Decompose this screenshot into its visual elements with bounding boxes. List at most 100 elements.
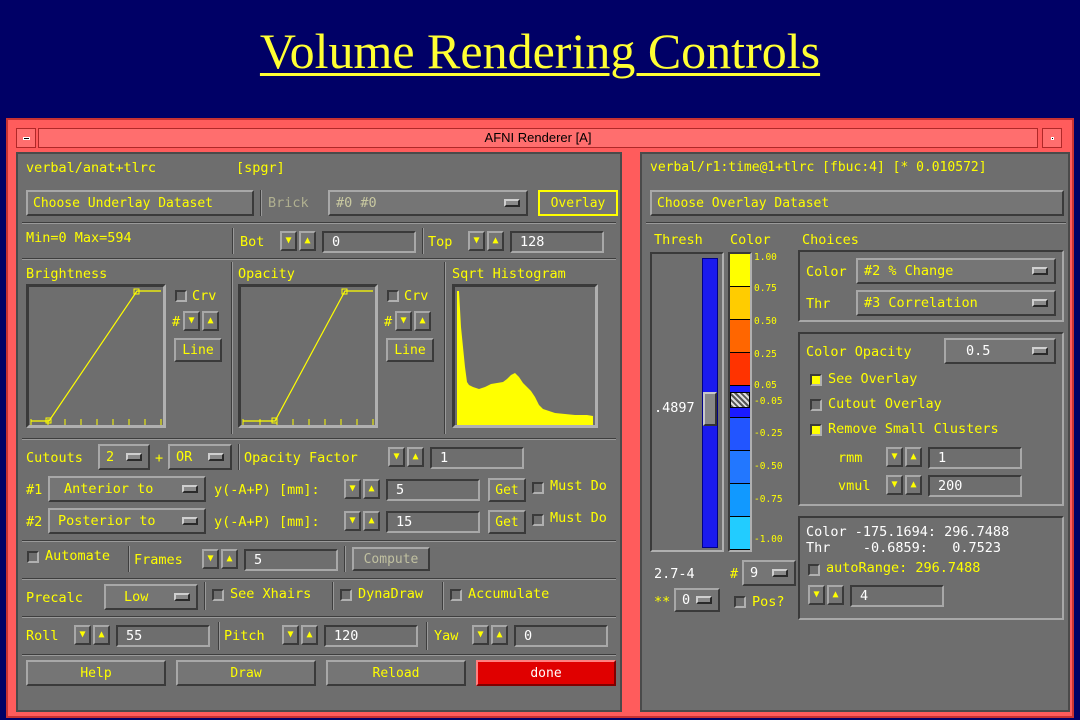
cutout-overlay-checkbox[interactable]	[810, 399, 822, 411]
top-field[interactable]: 128	[510, 231, 604, 253]
color-choice-menu[interactable]: #2 % Change	[856, 258, 1056, 284]
color-scale-bar[interactable]	[728, 252, 752, 552]
divider	[22, 258, 616, 260]
opacity-crv-checkbox[interactable]	[387, 290, 399, 302]
divider	[231, 262, 233, 434]
color-scale-segment[interactable]	[730, 451, 750, 485]
brightness-graph[interactable]	[26, 284, 166, 428]
color-scale-segment[interactable]	[730, 286, 750, 320]
choose-underlay-button[interactable]: Choose Underlay Dataset	[26, 190, 254, 216]
brightness-up-arrow[interactable]: ▲	[202, 311, 219, 331]
dynadraw-checkbox[interactable]	[340, 589, 352, 601]
top-up-arrow[interactable]: ▲	[487, 231, 504, 251]
draw-button[interactable]: Draw	[176, 660, 316, 686]
top-down-arrow[interactable]: ▼	[468, 231, 485, 251]
automate-checkbox[interactable]	[27, 551, 39, 563]
opacity-graph[interactable]	[238, 284, 378, 428]
brightness-line-button[interactable]: Line	[174, 338, 222, 362]
cutout-1-type-menu[interactable]: Anterior to	[48, 476, 206, 502]
cutout-2-value-field[interactable]: 15	[386, 511, 480, 533]
threshold-slider-thumb[interactable]	[703, 392, 717, 426]
menu-indicator-icon	[208, 453, 224, 461]
thr-choice-menu[interactable]: #3 Correlation	[856, 290, 1056, 316]
rmm-field[interactable]: 1	[928, 447, 1022, 469]
cutout-2-up-arrow[interactable]: ▲	[363, 511, 380, 531]
frames-up-arrow[interactable]: ▲	[221, 549, 238, 569]
color-scale-segment[interactable]	[730, 352, 750, 386]
opacity-hash: #	[384, 314, 393, 330]
cutouts-menu[interactable]: 2	[98, 444, 150, 470]
cutout-1-must-do-checkbox[interactable]	[532, 482, 544, 494]
accumulate-label: Accumulate	[468, 586, 550, 602]
compute-button[interactable]: Compute	[352, 547, 430, 571]
opacity-factor-down-arrow[interactable]: ▼	[388, 447, 405, 467]
see-overlay-checkbox[interactable]	[810, 374, 822, 386]
vmul-down-arrow[interactable]: ▼	[886, 475, 903, 495]
done-button[interactable]: done	[476, 660, 616, 686]
see-xhairs-checkbox[interactable]	[212, 589, 224, 601]
minimize-button[interactable]	[1042, 128, 1062, 148]
cutout-2-down-arrow[interactable]: ▼	[344, 511, 361, 531]
cutout-1-up-arrow[interactable]: ▲	[363, 479, 380, 499]
color-scale-segment[interactable]	[730, 517, 750, 550]
roll-field[interactable]: 55	[116, 625, 210, 647]
cutouts-label: Cutouts	[26, 450, 83, 466]
autorange-up-arrow[interactable]: ▲	[827, 585, 844, 605]
opacity-line-button[interactable]: Line	[386, 338, 434, 362]
choose-overlay-button[interactable]: Choose Overlay Dataset	[650, 190, 1064, 216]
cutout-1-down-arrow[interactable]: ▼	[344, 479, 361, 499]
color-scale-segment[interactable]	[730, 254, 750, 287]
yaw-down-arrow[interactable]: ▼	[472, 625, 489, 645]
bot-up-arrow[interactable]: ▲	[299, 231, 316, 251]
frames-down-arrow[interactable]: ▼	[202, 549, 219, 569]
starstar-menu[interactable]: 0	[674, 588, 720, 612]
opacity-down-arrow[interactable]: ▼	[395, 311, 412, 331]
brightness-crv-checkbox[interactable]	[175, 290, 187, 302]
bot-field[interactable]: 0	[322, 231, 416, 253]
vmul-field[interactable]: 200	[928, 475, 1022, 497]
color-scale-segment[interactable]	[730, 484, 750, 518]
vmul-up-arrow[interactable]: ▲	[905, 475, 922, 495]
autorange-down-arrow[interactable]: ▼	[808, 585, 825, 605]
cutout-2-must-do-checkbox[interactable]	[532, 514, 544, 526]
autorange-checkbox[interactable]	[808, 564, 820, 576]
bot-down-arrow[interactable]: ▼	[280, 231, 297, 251]
color-opacity-menu[interactable]: 0.5	[944, 338, 1056, 364]
pitch-down-arrow[interactable]: ▼	[282, 625, 299, 645]
cutouts-logic-menu[interactable]: OR	[168, 444, 232, 470]
precalc-menu[interactable]: Low	[104, 584, 198, 610]
brick-menu[interactable]: #0 #0	[328, 190, 528, 216]
pbar-count-menu[interactable]: 9	[742, 560, 796, 586]
cutout-1-axis-label: y(-A+P) [mm]:	[214, 482, 320, 498]
brightness-down-arrow[interactable]: ▼	[183, 311, 200, 331]
accumulate-checkbox[interactable]	[450, 589, 462, 601]
window-menu-button[interactable]	[16, 128, 36, 148]
pitch-up-arrow[interactable]: ▲	[301, 625, 318, 645]
opacity-up-arrow[interactable]: ▲	[414, 311, 431, 331]
autorange-field[interactable]: 4	[850, 585, 944, 607]
roll-up-arrow[interactable]: ▲	[93, 625, 110, 645]
pos-checkbox[interactable]	[734, 596, 746, 608]
cutout-1-get-button[interactable]: Get	[488, 478, 526, 502]
reload-button[interactable]: Reload	[326, 660, 466, 686]
overlay-toggle-button[interactable]: Overlay	[538, 190, 618, 216]
minimize-icon	[1051, 137, 1054, 140]
opacity-factor-up-arrow[interactable]: ▲	[407, 447, 424, 467]
rmm-up-arrow[interactable]: ▲	[905, 447, 922, 467]
rmm-down-arrow[interactable]: ▼	[886, 447, 903, 467]
color-scale-segment[interactable]	[730, 319, 750, 353]
remove-small-clusters-checkbox[interactable]	[810, 424, 822, 436]
yaw-field[interactable]: 0	[514, 625, 608, 647]
cutout-2-get-button[interactable]: Get	[488, 510, 526, 534]
color-scale-segment[interactable]	[730, 418, 750, 452]
cutout-2-type-menu[interactable]: Posterior to	[48, 508, 206, 534]
cutout-1-value-field[interactable]: 5	[386, 479, 480, 501]
opacity-factor-field[interactable]: 1	[430, 447, 524, 469]
rmm-label: rmm	[838, 450, 863, 466]
frames-field[interactable]: 5	[244, 549, 338, 571]
roll-down-arrow[interactable]: ▼	[74, 625, 91, 645]
brick-label: Brick	[268, 195, 309, 211]
pitch-field[interactable]: 120	[324, 625, 418, 647]
help-button[interactable]: Help	[26, 660, 166, 686]
yaw-up-arrow[interactable]: ▲	[491, 625, 508, 645]
